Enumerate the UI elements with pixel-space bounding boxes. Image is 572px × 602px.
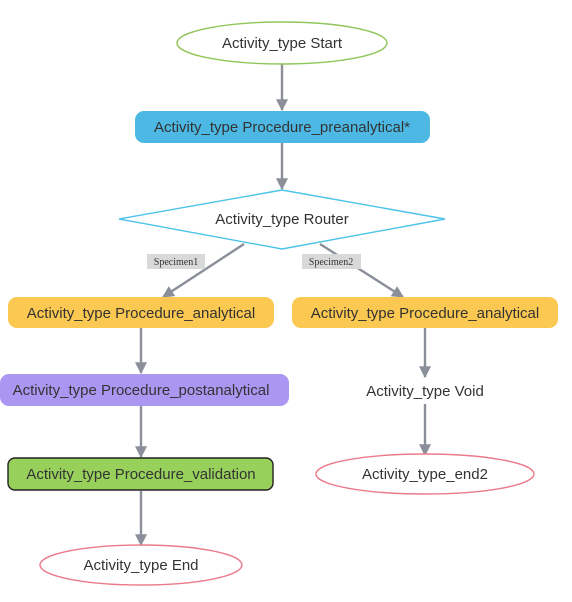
node-router[interactable]: Activity_type Router	[118, 189, 446, 250]
node-end2-shape	[315, 453, 535, 495]
node-analytical-1[interactable]: Activity_type Procedure_analytical	[8, 297, 274, 328]
node-postanalytical[interactable]: Activity_type Procedure_postanalytical	[0, 374, 289, 406]
edge-label-specimen2-background	[302, 254, 361, 269]
node-analytical-2-label: Activity_type Procedure_analytical	[311, 305, 539, 322]
edge-label-specimen2-text: Specimen2	[309, 257, 353, 268]
edge-label-specimen1-background	[147, 254, 205, 269]
edge-label-specimen1: Specimen1	[147, 254, 205, 269]
node-end-label: Activity_type End	[83, 557, 198, 574]
node-preanalytical-shape	[135, 111, 430, 143]
node-start-label: Activity_type Start	[222, 35, 343, 52]
node-analytical-1-label: Activity_type Procedure_analytical	[27, 305, 255, 322]
node-validation[interactable]: Activity_type Procedure_validation	[7, 457, 274, 491]
node-analytical-2-shape	[292, 297, 558, 328]
node-router-shape	[118, 189, 446, 250]
node-void-label: Activity_type Void	[366, 383, 484, 400]
node-void[interactable]: Activity_type Void	[366, 383, 484, 400]
node-end2-label: Activity_type_end2	[362, 466, 488, 483]
edges	[135, 64, 431, 547]
node-end2[interactable]: Activity_type_end2	[315, 453, 535, 495]
node-start[interactable]: Activity_type Start	[176, 21, 388, 65]
edge-label-specimen2: Specimen2	[302, 254, 361, 269]
edge-label-specimen1-text: Specimen1	[154, 257, 198, 268]
node-validation-label: Activity_type Procedure_validation	[26, 466, 255, 483]
node-analytical-1-shape	[8, 297, 274, 328]
node-start-shape	[176, 21, 388, 65]
edge-router-to-analytical-2	[319, 242, 405, 299]
node-preanalytical[interactable]: Activity_type Procedure_preanalytical*	[135, 111, 430, 143]
node-end-shape	[39, 544, 243, 586]
node-analytical-2[interactable]: Activity_type Procedure_analytical	[292, 297, 558, 328]
edge-router-to-analytical-1	[161, 242, 245, 299]
node-end[interactable]: Activity_type End	[39, 544, 243, 586]
node-postanalytical-label: Activity_type Procedure_postanalytical	[13, 382, 270, 399]
node-preanalytical-label: Activity_type Procedure_preanalytical*	[154, 119, 410, 136]
node-validation-shape	[7, 457, 274, 491]
node-postanalytical-shape	[0, 374, 289, 406]
node-router-label: Activity_type Router	[215, 211, 348, 228]
